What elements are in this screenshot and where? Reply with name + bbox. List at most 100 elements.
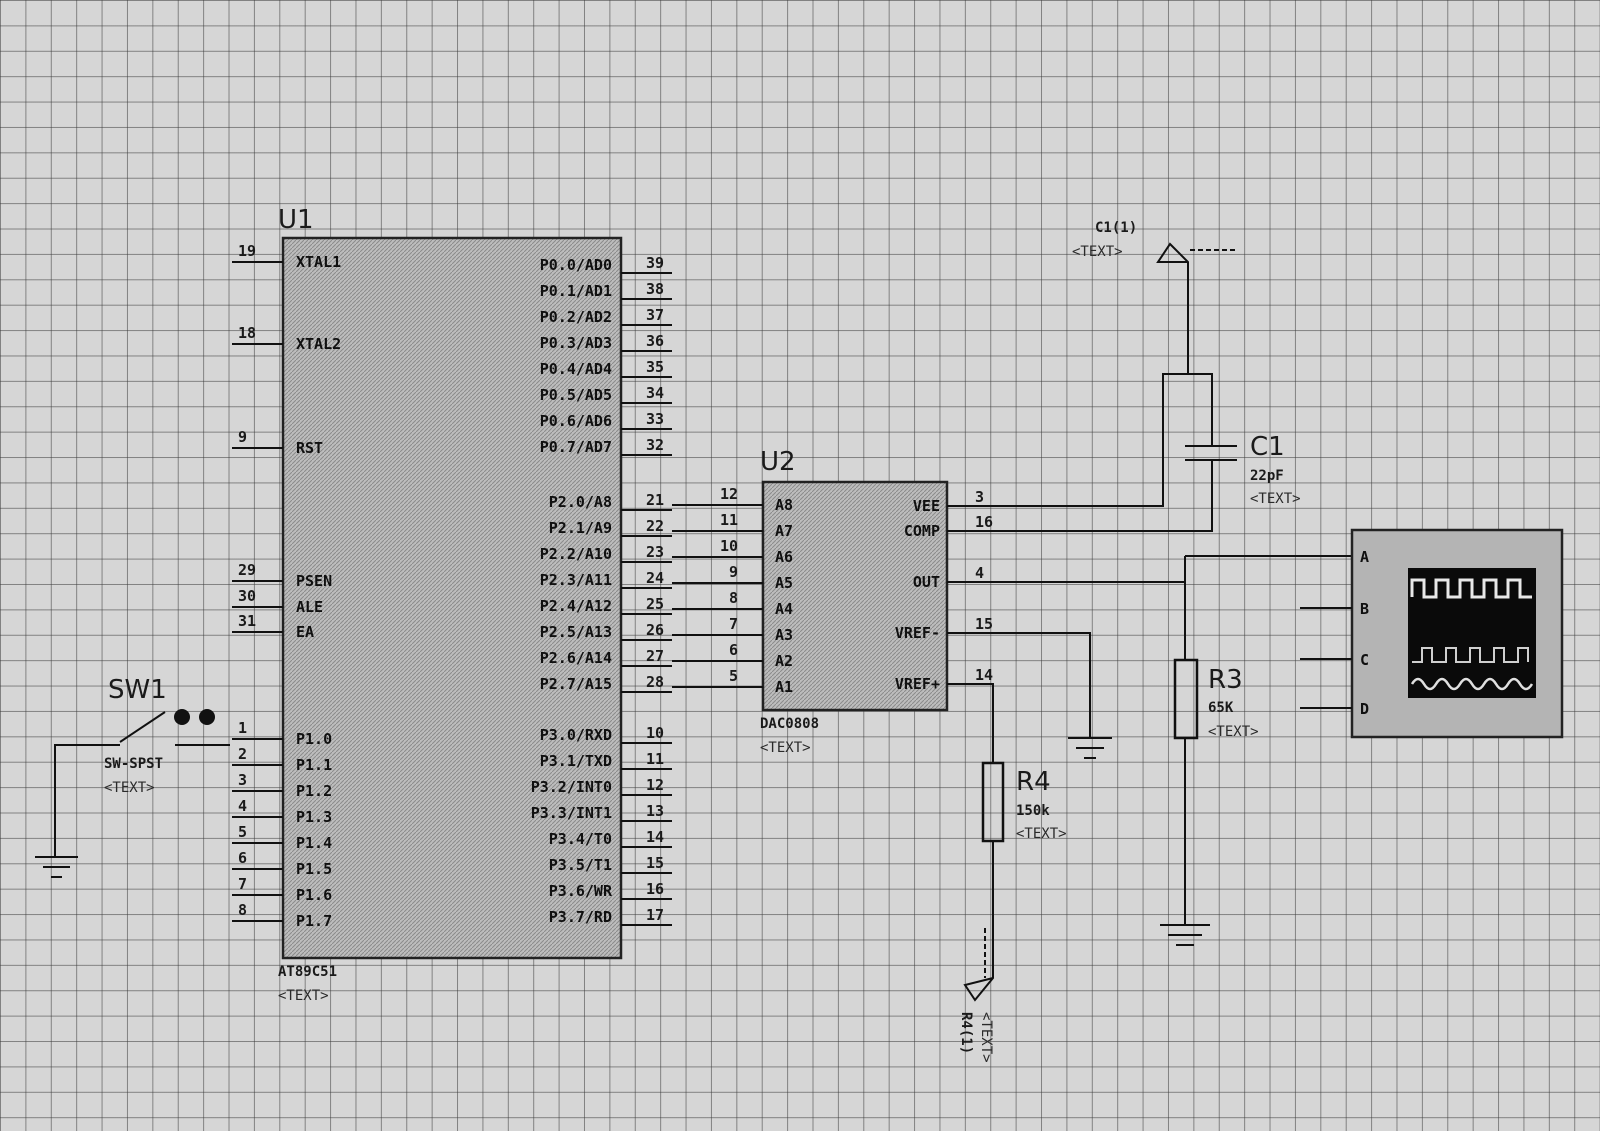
u2-pin-name: OUT [913, 573, 940, 591]
c1-capacitor[interactable]: C1 22pF <TEXT> [947, 373, 1301, 532]
u2-pin-number: 12 [720, 485, 738, 503]
u1-pin-number: 7 [238, 875, 247, 893]
u1-pin-number: 22 [646, 517, 664, 535]
u1-pin-number: 25 [646, 595, 664, 613]
u2-pin-name: VEE [913, 497, 940, 515]
u1-pin-number: 36 [646, 332, 664, 350]
u1-pin-name: P2.3/A11 [540, 571, 612, 589]
u1-pin-number: 24 [646, 569, 664, 587]
u1-pin-number: 32 [646, 436, 664, 454]
r4-resistor[interactable]: R4 150k <TEXT> [947, 683, 1067, 928]
u2-pin-name: VREF- [895, 624, 940, 642]
sw1-ground-symbol [35, 856, 78, 878]
u1-pin-name: P0.1/AD1 [540, 282, 612, 300]
u1-pin-name: P0.6/AD6 [540, 412, 612, 430]
u2-pin-name: VREF+ [895, 675, 940, 693]
u1-pin-name: P1.4 [296, 834, 332, 852]
r3-ref: R3 [1208, 665, 1243, 695]
c1-comp-wire [947, 460, 1213, 532]
u1-pin-name: P0.3/AD3 [540, 334, 612, 352]
r4-terminal[interactable]: R4(1) <TEXT> [958, 928, 994, 1063]
u1-pin-name: P1.7 [296, 912, 332, 930]
u1-pin-name: P0.4/AD4 [540, 360, 612, 378]
sw1-ref: SW1 [108, 675, 167, 705]
u2-pin-name: A6 [775, 548, 793, 566]
u1-pin-number: 4 [238, 797, 247, 815]
r3-ground-symbol [1160, 924, 1210, 946]
u2-pin-number: 7 [729, 615, 738, 633]
c1-terminal-text: <TEXT> [1072, 244, 1123, 260]
u1-pin-number: 11 [646, 750, 664, 768]
u1-pin-number: 10 [646, 724, 664, 742]
u1-pin-number: 38 [646, 280, 664, 298]
u1-pin-name: P1.2 [296, 782, 332, 800]
r3-value: 65K [1208, 700, 1234, 716]
r4-terminal-label: R4(1) [958, 1012, 974, 1054]
c1-terminal[interactable]: C1(1) <TEXT> [1072, 220, 1236, 374]
r4-value: 150k [1016, 803, 1050, 819]
c1-value: 22pF [1250, 468, 1284, 484]
u1-pin-name: P0.7/AD7 [540, 438, 612, 456]
u2-pin-number: 10 [720, 537, 738, 555]
u1-pin-name: P3.0/RXD [540, 726, 612, 744]
u1-pin-name: P0.5/AD5 [540, 386, 612, 404]
u1-pin-name: ALE [296, 598, 323, 616]
scope-trace-sine [1410, 677, 1534, 691]
u1-pin-number: 12 [646, 776, 664, 794]
u2-pin-number: 14 [975, 666, 993, 684]
r4-ref: R4 [1016, 767, 1051, 797]
u1-pin-number: 6 [238, 849, 247, 867]
u1-pin-number: 21 [646, 491, 664, 509]
u1-microcontroller[interactable]: U1 AT89C51 <TEXT> 19XTAL118XTAL29RST29PS… [232, 205, 672, 1004]
u2-ref: U2 [760, 447, 796, 477]
u2-pin-number: 3 [975, 488, 984, 506]
u1-pin-number: 2 [238, 745, 247, 763]
u2-pin-name: A5 [775, 574, 793, 592]
r4-terminal-text: <TEXT> [978, 1012, 994, 1063]
r3-resistor[interactable]: R3 65K <TEXT> [947, 555, 1352, 946]
sw1-switch[interactable]: SW1 SW-SPST <TEXT> [35, 675, 230, 878]
r3-body[interactable] [1173, 658, 1199, 740]
c1-ref: C1 [1250, 432, 1285, 462]
c1-vee-wire [947, 373, 1213, 507]
u1-pin-number: 33 [646, 410, 664, 428]
u1-pin-name: P2.2/A10 [540, 545, 612, 563]
sw1-part: SW-SPST [104, 756, 163, 772]
u1-pin-number: 19 [238, 242, 256, 260]
u2-dac[interactable]: U2 DAC0808 <TEXT> 12A811A710A69A58A47A36… [720, 447, 993, 756]
u1-pin-number: 28 [646, 673, 664, 691]
c1-terminal-label: C1(1) [1095, 220, 1137, 236]
u1-pin-name: P2.1/A9 [549, 519, 612, 537]
scope-trace-pulse [1412, 647, 1529, 663]
u1-left-pins: 19XTAL118XTAL29RST29PSEN30ALE31EA1P1.02P… [232, 242, 341, 930]
u1-pin-number: 35 [646, 358, 664, 376]
vref-minus-wire [947, 632, 1091, 738]
u1-pin-name: XTAL1 [296, 253, 341, 271]
u1-pin-number: 8 [238, 901, 247, 919]
sw1-knob-1 [174, 709, 190, 725]
u1-ref: U1 [278, 205, 314, 235]
u1-pin-number: 3 [238, 771, 247, 789]
r4-body[interactable] [981, 761, 1005, 843]
u1-pin-number: 26 [646, 621, 664, 639]
u1-pin-number: 34 [646, 384, 664, 402]
u1-pin-name: PSEN [296, 572, 332, 590]
u1-pin-name: P1.0 [296, 730, 332, 748]
u1-pin-name: P0.2/AD2 [540, 308, 612, 326]
u1-pin-name: P3.5/T1 [549, 856, 612, 874]
u2-pin-name: A7 [775, 522, 793, 540]
u1-pin-name: P1.5 [296, 860, 332, 878]
u1-pin-number: 5 [238, 823, 247, 841]
u1-pin-number: 1 [238, 719, 247, 737]
u1-pin-name: P3.4/T0 [549, 830, 612, 848]
u1-pin-name: XTAL2 [296, 335, 341, 353]
u1-body[interactable] [281, 236, 623, 960]
u1-pin-name: P3.7/RD [549, 908, 612, 926]
u1-pin-number: 37 [646, 306, 664, 324]
u2-body[interactable] [761, 480, 949, 712]
r4-terminal-wire [963, 928, 994, 1002]
